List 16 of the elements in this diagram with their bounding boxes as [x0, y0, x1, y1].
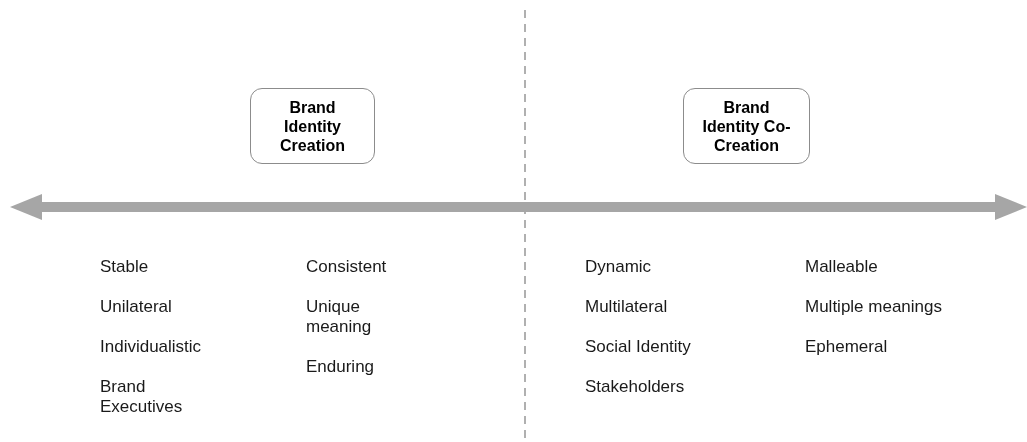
attribute-label: Consistent	[306, 257, 387, 277]
attribute-label: Stable	[100, 257, 149, 277]
attribute-label: Malleable	[805, 257, 878, 277]
attribute-label: Ephemeral	[805, 337, 888, 357]
attribute-label: Individualistic	[100, 337, 202, 357]
attribute-label: Multiple meanings	[805, 297, 942, 317]
attribute-label: Unique meaning	[306, 297, 373, 337]
attribute-label: Unilateral	[100, 297, 172, 317]
attribute-label: Enduring	[306, 357, 375, 377]
attribute-label: Dynamic	[585, 257, 652, 277]
attribute-label: Stakeholders	[585, 377, 685, 397]
concept-box: Brand Identity Creation	[250, 88, 375, 164]
attribute-label: Social Identity	[585, 337, 691, 357]
attribute-label: Brand Executives	[100, 377, 184, 417]
concept-box: Brand Identity Co-Creation	[683, 88, 810, 164]
attribute-label: Multilateral	[585, 297, 668, 317]
